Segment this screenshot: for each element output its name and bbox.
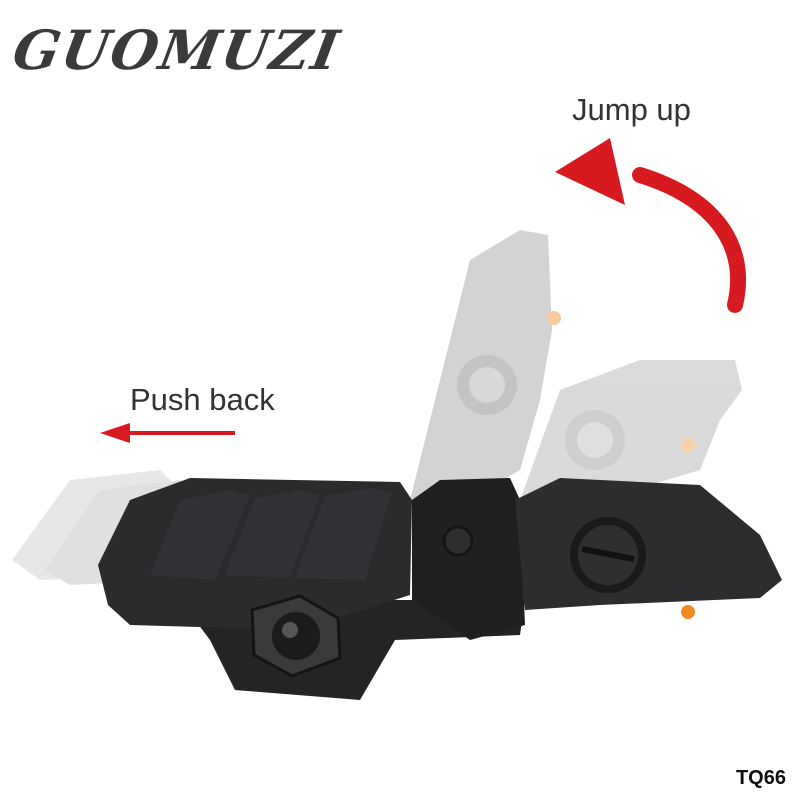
model-code: TQ66 bbox=[735, 767, 786, 789]
jump-up-arrow bbox=[555, 138, 746, 313]
jump-up-caption: Jump up bbox=[572, 92, 691, 127]
ghost-sight-raised bbox=[410, 230, 561, 500]
brand-logo: GUOMUZI bbox=[8, 18, 346, 82]
push-back-arrow bbox=[100, 423, 235, 443]
ghost-sight-mid bbox=[520, 360, 742, 500]
push-back-caption: Push back bbox=[130, 382, 275, 417]
sight-body bbox=[98, 478, 782, 700]
